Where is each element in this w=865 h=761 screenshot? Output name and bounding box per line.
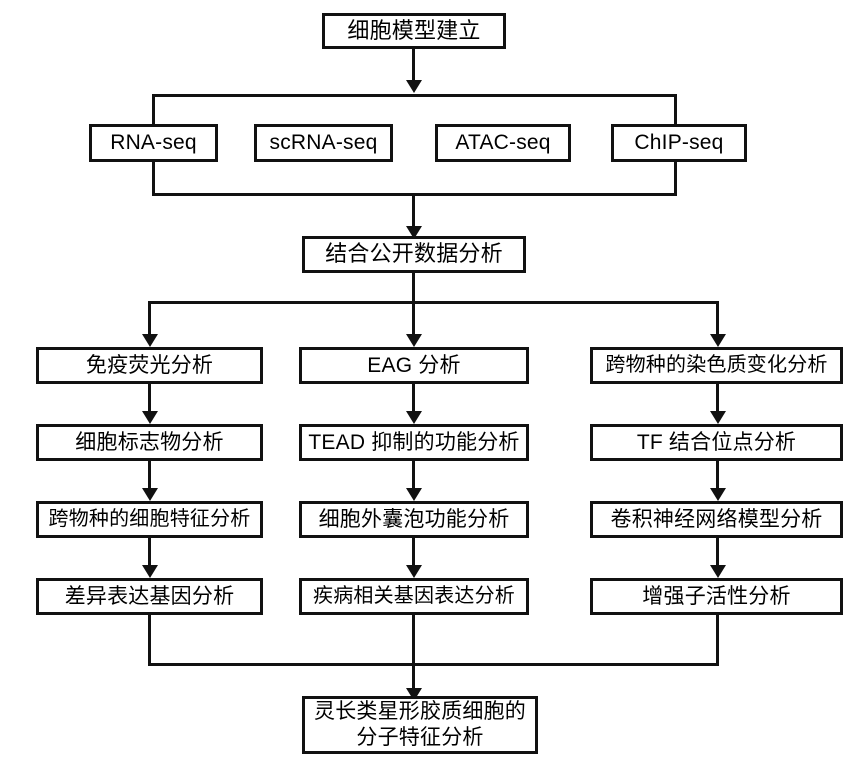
node-label: 免疫荧光分析 [85,353,214,377]
arrowhead-right-2-to-3 [710,488,726,501]
node-left-step-2[interactable]: 细胞标志物分析 [36,424,263,461]
arrowhead-center-2-to-3 [406,488,422,501]
edge-assay-bus-horizontal [152,94,677,97]
node-center-step-1[interactable]: EAG 分析 [299,347,529,384]
arrowhead-columns-drop-right [710,334,726,347]
edge-left-2-to-3 [148,461,151,493]
node-label: 疾病相关基因表达分析 [313,585,515,608]
edge-right-3-to-4 [716,538,719,570]
edge-center-2-to-3 [412,461,415,493]
node-assay-scrna-seq[interactable]: scRNA-seq [254,124,393,162]
node-label: EAG 分析 [367,353,461,377]
arrowhead-left-3-to-4 [142,565,158,578]
node-label: 卷积神经网络模型分析 [610,507,823,531]
node-label: 跨物种的细胞特征分析 [48,508,251,531]
node-label: 细胞外囊泡功能分析 [318,507,510,531]
arrowhead-columns-drop-left [142,334,158,347]
edge-assay-bus-drop-left [152,94,155,124]
node-conclusion[interactable]: 灵长类星形胶质细胞的 分子特征分析 [302,696,538,754]
node-left-step-4[interactable]: 差异表达基因分析 [36,578,263,615]
node-label: 灵长类星形胶质细胞的 分子特征分析 [314,700,526,749]
arrowhead-columns-drop-center [406,334,422,347]
edge-columns-drop-right [716,301,719,339]
node-center-step-3[interactable]: 细胞外囊泡功能分析 [299,501,529,538]
node-right-step-4[interactable]: 增强子活性分析 [590,578,843,615]
edge-right-2-to-3 [716,461,719,493]
node-label: 结合公开数据分析 [325,241,503,267]
edge-left-3-to-4 [148,538,151,570]
edge-columns-drop-center [412,301,415,339]
edge-bottom-to-conclusion [412,663,415,693]
node-label: 增强子活性分析 [642,584,791,608]
node-label: TEAD 抑制的功能分析 [308,430,520,454]
edge-merge-riser-left [152,160,155,193]
node-label: ATAC-seq [455,131,551,155]
edge-right-1-to-2 [716,384,719,416]
node-label: 差异表达基因分析 [64,584,235,608]
node-center-step-2[interactable]: TEAD 抑制的功能分析 [299,424,529,461]
edge-integration-to-columns [412,273,415,301]
node-assay-rna-seq[interactable]: RNA-seq [89,124,218,162]
node-center-step-4[interactable]: 疾病相关基因表达分析 [299,578,529,615]
edge-center-3-to-4 [412,538,415,570]
node-label: RNA-seq [110,131,197,155]
edge-bottom-bus-horizontal [148,663,719,666]
arrowhead-left-2-to-3 [142,488,158,501]
arrowhead-left-1-to-2 [142,411,158,424]
edge-bottom-riser-right [716,615,719,663]
node-right-step-3[interactable]: 卷积神经网络模型分析 [590,501,843,538]
arrowhead-root-to-bus [406,80,422,93]
node-left-step-1[interactable]: 免疫荧光分析 [36,347,263,384]
node-label: scRNA-seq [269,131,378,155]
node-label: ChIP-seq [634,131,724,155]
node-assay-chip-seq[interactable]: ChIP-seq [611,124,747,162]
node-label: TF 结合位点分析 [636,430,797,454]
node-label: 跨物种的染色质变化分析 [605,354,828,377]
node-assay-atac-seq[interactable]: ATAC-seq [435,124,571,162]
node-right-step-2[interactable]: TF 结合位点分析 [590,424,843,461]
edge-left-1-to-2 [148,384,151,416]
arrowhead-center-3-to-4 [406,565,422,578]
node-label: 细胞标志物分析 [75,430,224,454]
node-left-step-3[interactable]: 跨物种的细胞特征分析 [36,501,263,538]
arrowhead-merge-to-integration [406,226,422,239]
edge-columns-drop-left [148,301,151,339]
arrowhead-center-1-to-2 [406,411,422,424]
edge-columns-bus-horizontal [148,301,719,304]
edge-bottom-riser-left [148,615,151,663]
node-integration-public-data[interactable]: 结合公开数据分析 [302,236,526,273]
node-right-step-1[interactable]: 跨物种的染色质变化分析 [590,347,843,384]
edge-merge-riser-right [674,160,677,193]
edge-root-to-bus [412,49,415,84]
node-label: 细胞模型建立 [347,17,481,43]
arrowhead-right-1-to-2 [710,411,726,424]
edge-merge-to-integration [412,193,415,231]
edge-bottom-riser-center [412,615,415,663]
arrowhead-right-3-to-4 [710,565,726,578]
node-root-cell-model[interactable]: 细胞模型建立 [322,13,506,49]
edge-assay-bus-drop-right [674,94,677,124]
edge-center-1-to-2 [412,384,415,416]
